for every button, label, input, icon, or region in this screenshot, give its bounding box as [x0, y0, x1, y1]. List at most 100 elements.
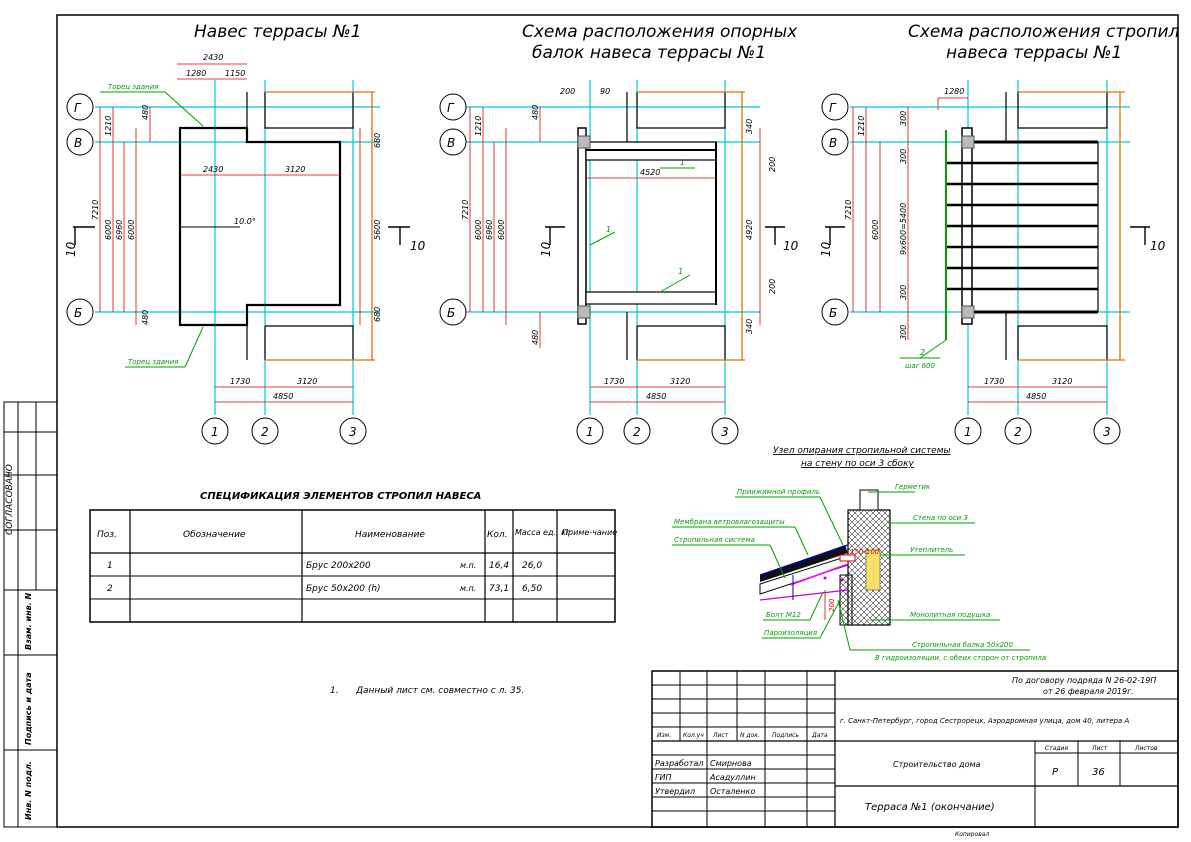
p3-axis-b: Б	[829, 306, 837, 320]
p3-d1280: 1280	[944, 87, 964, 96]
plan1-slope: 10.0°	[234, 217, 256, 226]
p1-d6960: 6960	[115, 220, 124, 240]
stamp-h-list: Лист	[712, 732, 729, 739]
p2-d200b: 200	[768, 157, 777, 172]
plan2-title-line1: Схема расположения опорных	[522, 22, 798, 42]
p1-axis-3: 3	[349, 425, 357, 439]
side-strip: СОГЛАСОВАНО Взам. инв. N Подпись и дата …	[3, 401, 58, 828]
plan3-axis-marks: Г В Б 1 2 3	[821, 93, 1121, 445]
node-r5: Стропильная балка 50х200	[912, 641, 1013, 649]
side-sign: Подпись и дата	[24, 672, 33, 745]
node-title2: на стену по оси 3 сбоку	[801, 459, 915, 469]
node-l5: Пароизоляция	[764, 629, 817, 637]
stamp-building: Строительство дома	[893, 760, 981, 769]
plan1-canopy: 10.0° 2430 1280 1150 2430 3120 1730 3120…	[64, 53, 426, 415]
p3-sec-left: 10	[819, 241, 833, 257]
p1-axis-g: Г	[74, 101, 82, 115]
p2-d1210: 1210	[474, 116, 483, 136]
p3-axis-2: 2	[1014, 425, 1022, 439]
stamp-h-izm: Изм.	[657, 732, 671, 739]
p2-d6000b: 6000	[497, 220, 506, 240]
stamp-role-3: Утвердил	[655, 787, 695, 796]
stamp-h-ndoc: N док.	[740, 732, 760, 739]
p1-axis-b: Б	[74, 306, 82, 320]
p2-pos1c: 1	[678, 267, 683, 276]
p1-axis-v: В	[74, 136, 82, 150]
p2-pos1b: 1	[606, 225, 611, 234]
stamp-role-2: ГИП	[655, 773, 671, 782]
p1-d480b: 480	[141, 310, 150, 325]
p1-d2430a: 2430	[203, 53, 223, 62]
p2-d90: 90	[600, 87, 610, 96]
p2-d200: 200	[560, 87, 575, 96]
p1-d2430b: 2430	[203, 165, 223, 174]
side-inv-zam: Взам. инв. N	[24, 592, 33, 650]
node-title1: Узел опирания стропильной системы	[773, 446, 951, 456]
side-inv-orig: Инв. N подл.	[24, 761, 33, 820]
p1-d4850: 4850	[273, 392, 293, 401]
p2-pos1a: 1	[680, 158, 685, 167]
stamp-contract2: от 26 февраля 2019г.	[1043, 687, 1134, 696]
spec-r1-pos: 1	[107, 561, 113, 571]
stamp-name-1: Смирнова	[710, 759, 752, 768]
p1-d6000a: 6000	[104, 220, 113, 240]
node-r4: Монолитная подушка	[910, 611, 990, 619]
spec-r2-name: Брус 50х200 (h)	[306, 584, 381, 594]
p3-pos2: 2	[920, 348, 925, 357]
note-text: Данный лист см. совместно с л. 35.	[355, 686, 524, 696]
p2-sec-right: 10	[783, 239, 799, 253]
p3-d3120: 3120	[1052, 377, 1072, 386]
node-detail: Узел опирания стропильной системы на сте…	[672, 446, 1046, 662]
p3-d300c: 300	[899, 285, 908, 300]
spec-r1-name: Брус 200х200	[306, 561, 371, 571]
stamp-format: Копировал	[955, 831, 989, 838]
p1-axis-2: 2	[261, 425, 269, 439]
p1-d7210: 7210	[91, 200, 100, 220]
p2-d6000a: 6000	[474, 220, 483, 240]
p2-d340a: 340	[745, 119, 754, 134]
plan3-rafters: 1280 1730 3120 4850 7210 1210 6000 300 3…	[819, 80, 1166, 415]
stamp-h-kol: Кол.уч	[683, 732, 704, 739]
p3-axis-1: 1	[964, 425, 972, 439]
plan3-title-line1: Схема расположения стропил	[908, 22, 1180, 42]
node-r6: В гидроизоляции, с обеих сторон от строп…	[875, 654, 1046, 662]
spec-r2-mass: 6,50	[522, 584, 542, 594]
stamp-sheet: 36	[1092, 767, 1105, 778]
p2-axis-2: 2	[633, 425, 641, 439]
p3-step: шаг 600	[905, 362, 936, 370]
side-agreed: СОГЛАСОВАНО	[5, 464, 15, 535]
p1-sec-right: 10	[410, 239, 426, 253]
node-r2: Стена по оси 3	[913, 514, 968, 522]
note-num: 1.	[330, 686, 339, 696]
spec-title: СПЕЦИФИКАЦИЯ ЭЛЕМЕНТОВ СТРОПИЛ НАВЕСА	[200, 491, 481, 502]
node-l3: Стропильная система	[674, 536, 755, 544]
p1-d1280: 1280	[186, 69, 206, 78]
p2-d480a: 480	[531, 105, 540, 120]
node-r1: Герметик	[895, 483, 931, 491]
p2-d7210: 7210	[461, 200, 470, 220]
p1-d3120a: 3120	[285, 165, 305, 174]
spec-r1-unit: м.п.	[460, 561, 476, 570]
spec-h-qty: Кол.	[487, 530, 508, 540]
p2-d3120: 3120	[670, 377, 690, 386]
p2-d4920: 4920	[745, 220, 754, 240]
p3-d9x600: 9x600=5400	[899, 203, 908, 255]
stamp-name-2: Асадуллин	[709, 773, 756, 782]
node-dim1: 150-100	[850, 548, 880, 556]
p1-d1210: 1210	[104, 116, 113, 136]
plan2-beams: 200 90 4520 1730 3120 4850 7210 1210 600…	[461, 80, 799, 415]
plan2-axis-marks: Г В Б 1 2 3	[439, 93, 739, 445]
stamp-sheets-h: Листов	[1134, 745, 1158, 752]
spec-r2-pos: 2	[107, 584, 113, 594]
p3-d300b: 300	[899, 149, 908, 164]
stamp-h-date: Дата	[811, 732, 828, 739]
p2-axis-g: Г	[447, 101, 455, 115]
spec-h-mass: Масса ед., кг	[515, 528, 571, 537]
spec-h-pos: Поз.	[97, 530, 117, 540]
spec-table: СПЕЦИФИКАЦИЯ ЭЛЕМЕНТОВ СТРОПИЛ НАВЕСА По…	[89, 491, 617, 623]
p1-d3120b: 3120	[297, 377, 317, 386]
plan2-title-line2: балок навеса террасы №1	[532, 43, 766, 63]
plan1-title: Навес террасы №1	[194, 22, 361, 42]
stamp-address: г. Санкт-Петербург, город Сестрорецк, Аэ…	[840, 717, 1129, 725]
